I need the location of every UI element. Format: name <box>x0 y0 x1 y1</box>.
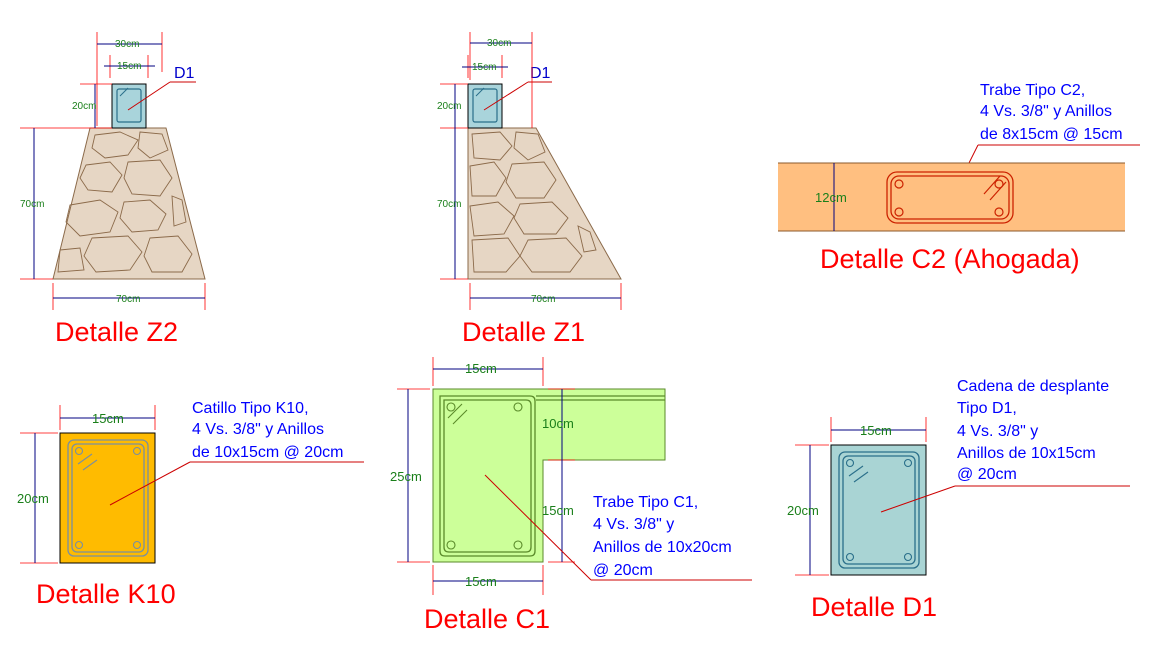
k10-column <box>59 432 156 564</box>
c2-note-line-3: de 8x15cm @ 15cm <box>980 126 1123 143</box>
detail-c1: 15cm 15cm 25cm 10cm 15cm Trabe Tipo C1, … <box>390 357 752 634</box>
c2-note-line-1: Trabe Tipo C2, <box>980 82 1085 99</box>
c2-beam <box>778 163 1125 231</box>
c1-note-line-1: Trabe Tipo C1, <box>593 494 698 511</box>
z1-dim-top-outer: 30cm <box>487 38 511 49</box>
k10-dim-w: 15cm <box>92 411 124 426</box>
z2-title: Detalle Z2 <box>55 317 178 347</box>
c2-note-line-2: 4 Vs. 3/8" y Anillos <box>980 103 1112 120</box>
d1-dim-w: 15cm <box>860 423 892 438</box>
k10-note-line-3: de 10x15cm @ 20cm <box>192 444 343 461</box>
d1-note-line-1: Cadena de desplante <box>957 378 1109 395</box>
d1-dim-h: 20cm <box>787 503 819 518</box>
z1-dim-base: 70cm <box>531 294 555 305</box>
d1-column <box>830 444 927 576</box>
c1-title: Detalle C1 <box>424 604 550 634</box>
z2-dim-top-inner: 15cm <box>117 61 141 72</box>
d1-title: Detalle D1 <box>811 592 937 622</box>
z2-d1-label: D1 <box>174 65 195 82</box>
c1-dim-total-h: 25cm <box>390 469 422 484</box>
c1-note-line-2: 4 Vs. 3/8" y <box>593 516 674 533</box>
d1-note-line-3: 4 Vs. 3/8" y <box>957 423 1038 440</box>
z2-dim-base: 70cm <box>116 294 140 305</box>
c1-dim-slab: 10cm <box>542 416 574 431</box>
d1-note-line-5: @ 20cm <box>957 466 1017 483</box>
z2-dim-top-outer: 30cm <box>115 39 139 50</box>
c1-beam <box>432 388 666 563</box>
c1-note-line-3: Anillos de 10x20cm <box>593 539 732 556</box>
k10-note-line-2: 4 Vs. 3/8" y Anillos <box>192 421 324 438</box>
z1-title: Detalle Z1 <box>462 317 585 347</box>
z1-dim-col-h: 20cm <box>437 101 461 112</box>
detail-c2: Trabe Tipo C2, 4 Vs. 3/8" y Anillos de 8… <box>778 82 1140 274</box>
c2-dim-h: 12cm <box>815 190 847 205</box>
c1-dim-top: 15cm <box>465 361 497 376</box>
k10-note-line-1: Catillo Tipo K10, <box>192 400 309 417</box>
z1-dim-height: 70cm <box>437 199 461 210</box>
z2-dim-height: 70cm <box>20 199 44 210</box>
detail-d1: 15cm 20cm Cadena de desplante Tipo D1, 4… <box>787 378 1130 622</box>
d1-note-line-2: Tipo D1, <box>957 400 1017 417</box>
c1-dim-web: 15cm <box>542 503 574 518</box>
c1-dim-bottom: 15cm <box>465 574 497 589</box>
z1-dim-top-inner: 15cm <box>472 62 496 73</box>
z1-d1-label: D1 <box>530 65 551 82</box>
d1-note-line-4: Anillos de 10x15cm <box>957 445 1096 462</box>
k10-title: Detalle K10 <box>36 579 176 609</box>
detail-k10: 15cm 20cm Catillo Tipo K10, 4 Vs. 3/8" y… <box>17 400 364 609</box>
z1-stone-footing <box>467 127 622 280</box>
z2-dim-col-h: 20cm <box>72 101 96 112</box>
c2-title: Detalle C2 (Ahogada) <box>820 244 1080 274</box>
z2-stone-pattern <box>57 131 193 273</box>
detail-z1: D1 30cm 15cm 20cm 70cm 70cm Detalle Z1 <box>437 32 622 347</box>
z1-stone-pattern <box>469 131 597 273</box>
k10-dim-h: 20cm <box>17 491 49 506</box>
detail-z2: D1 30cm 15cm 20cm 70cm 70cm Detalle Z2 <box>20 32 206 347</box>
c1-note-line-4: @ 20cm <box>593 562 653 579</box>
